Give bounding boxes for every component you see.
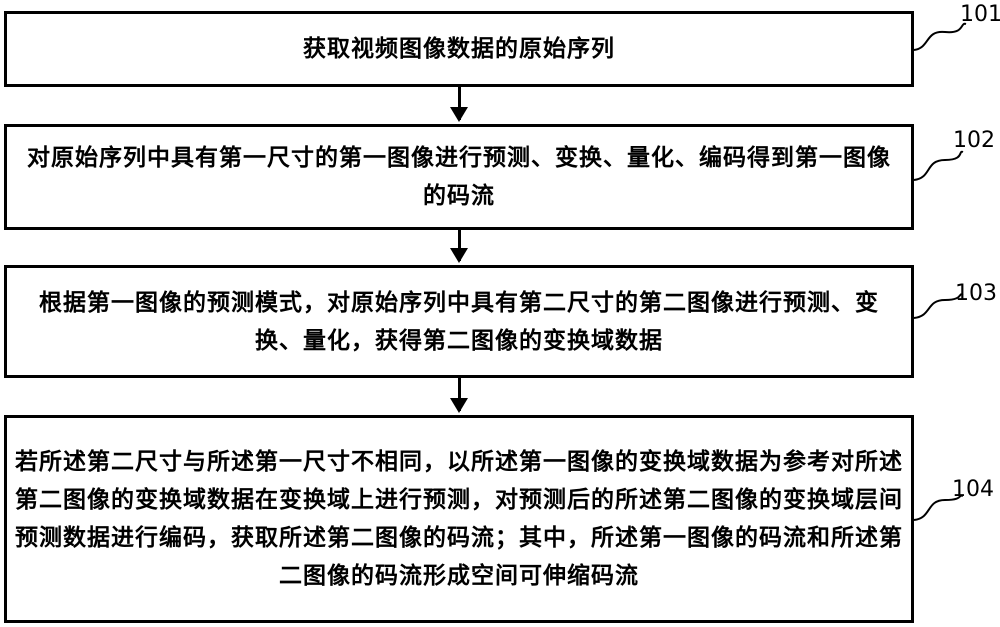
leader-line-103 xyxy=(914,294,963,318)
leader-line-102 xyxy=(914,152,963,180)
leader-line-101 xyxy=(914,24,966,50)
leader-line-104 xyxy=(914,496,963,520)
